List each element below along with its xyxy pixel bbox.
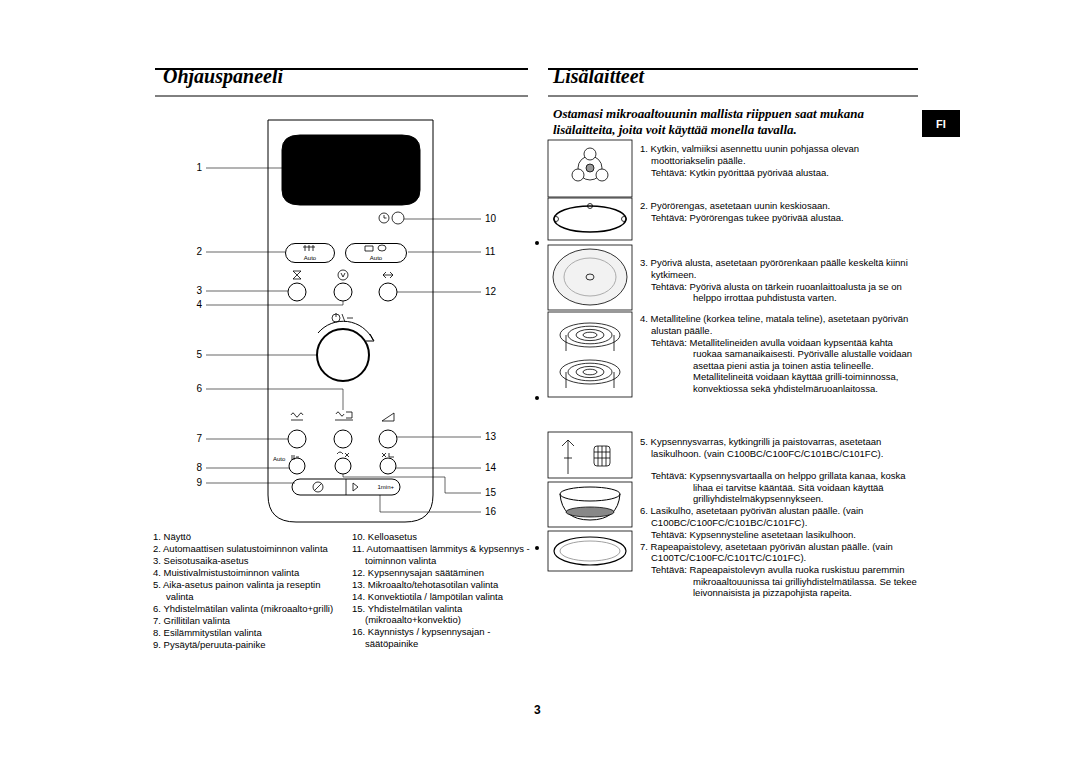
callout-number: 9 bbox=[184, 477, 202, 489]
callout-number: 1 bbox=[184, 162, 202, 174]
auto-defrost-button: Auto bbox=[285, 243, 335, 263]
callout-number: 16 bbox=[485, 506, 503, 518]
accessory-function: Tehtävä: Kypsennysteline asetetaan lasik… bbox=[640, 529, 918, 541]
legend-item: 1. Näyttö bbox=[153, 531, 343, 543]
section-heading: Lisälaitteet bbox=[553, 64, 913, 88]
intro-text: Ostamasi mikroaaltouunin mallista riippu… bbox=[553, 106, 908, 138]
accessory-item: 3. Pyörivä alusta, asetetaan pyörörenkaa… bbox=[640, 257, 918, 280]
callout-number: 15 bbox=[485, 487, 503, 499]
accessory-function: Tehtävä: Pyörörengas tukee pyörivää alus… bbox=[640, 212, 918, 224]
accessory-function: Tehtävä: Kytkin pyörittää pyörivää alust… bbox=[640, 167, 918, 179]
legend-item: 12. Kypsennysajan säätäminen bbox=[352, 567, 530, 579]
page-number: 3 bbox=[534, 703, 554, 717]
auto-cook-button: Auto bbox=[345, 243, 407, 263]
callout-number: 3 bbox=[184, 285, 202, 297]
section-heading: Ohjauspaneeli bbox=[163, 64, 283, 88]
accessory-function: Tehtävä: Pyörivä alusta on tärkein ruoan… bbox=[640, 281, 918, 304]
accessory-item: 7. Rapeapaistolevy, asetetaan pyörivän a… bbox=[640, 541, 918, 564]
callout-number: 11 bbox=[485, 246, 503, 258]
accessory-function: Tehtävä: Metallitelineiden avulla voidaa… bbox=[640, 337, 918, 395]
legend-item: 9. Pysäytä/peruuta-painike bbox=[153, 639, 343, 651]
legend-item: 3. Seisotusaika-asetus bbox=[153, 555, 343, 567]
callout-number: 12 bbox=[485, 286, 503, 298]
legend-item: 15. Yhdistelmätilan valinta (mikroaalto+… bbox=[352, 603, 530, 626]
legend-item: 14. Konvektiotila / lämpötilan valinta bbox=[352, 591, 530, 603]
legend-item: 2. Automaattisen sulatustoiminnon valint… bbox=[153, 543, 343, 555]
callout-number: 5 bbox=[184, 349, 202, 361]
accessory-item: 1. Kytkin, valmiiksi asennettu uunin poh… bbox=[640, 143, 918, 166]
legend-item: 11. Automaattisen lämmitys & kypsennys -… bbox=[352, 543, 530, 566]
button-label: Auto bbox=[273, 456, 293, 463]
node-text: 1min+ bbox=[377, 484, 394, 490]
legend-item: 6. Yhdistelmätilan valinta (mikroaalto+g… bbox=[153, 603, 343, 615]
accessory-item: 2. Pyörörengas, asetetaan uunin keskiosa… bbox=[640, 200, 918, 212]
legend-item: 10. Kelloasetus bbox=[352, 531, 530, 543]
legend-item: 13. Mikroaalto/tehotasotilan valinta bbox=[352, 579, 530, 591]
accessory-function: Tehtävä: Kypsennysvartaalla on helppo gr… bbox=[640, 470, 918, 505]
accessory-item: 6. Lasikulho, asetetaan pyörivän alustan… bbox=[640, 505, 918, 528]
callout-number: 7 bbox=[184, 433, 202, 445]
legend-item: 7. Grillitilan valinta bbox=[153, 615, 343, 627]
language-tab: FI bbox=[922, 110, 960, 137]
legend-item: 4. Muistivalmistustoiminnon valinta bbox=[153, 567, 343, 579]
accessory-pictures bbox=[548, 140, 632, 571]
callout-number: 10 bbox=[485, 213, 503, 225]
callout-number: 2 bbox=[184, 246, 202, 258]
control-panel bbox=[206, 120, 481, 522]
legend-item: 16. Käynnistys / kypsennysajan -säätöpai… bbox=[352, 626, 530, 649]
callout-number: 4 bbox=[184, 299, 202, 311]
accessory-item: 4. Metalliteline (korkea teline, matala … bbox=[640, 313, 918, 336]
callout-number: 8 bbox=[184, 462, 202, 474]
legend-item: 8. Esilämmitystilan valinta bbox=[153, 627, 343, 639]
start-button: 1min+ bbox=[360, 479, 396, 495]
node-text: FI bbox=[936, 118, 946, 130]
callout-number: 13 bbox=[485, 431, 503, 443]
node-text: Auto bbox=[370, 255, 382, 261]
legend-item: 5. Aika-asetus painon valinta ja resepti… bbox=[153, 579, 343, 602]
callout-number: 14 bbox=[485, 462, 503, 474]
node-text: Auto bbox=[304, 255, 316, 261]
accessory-function: Tehtävä: Rapeapaistolevyn avulla ruoka r… bbox=[640, 564, 918, 599]
callout-number: 6 bbox=[184, 383, 202, 395]
accessory-item: 5. Kypsennysvarras, kytkingrilli ja pais… bbox=[640, 436, 918, 459]
